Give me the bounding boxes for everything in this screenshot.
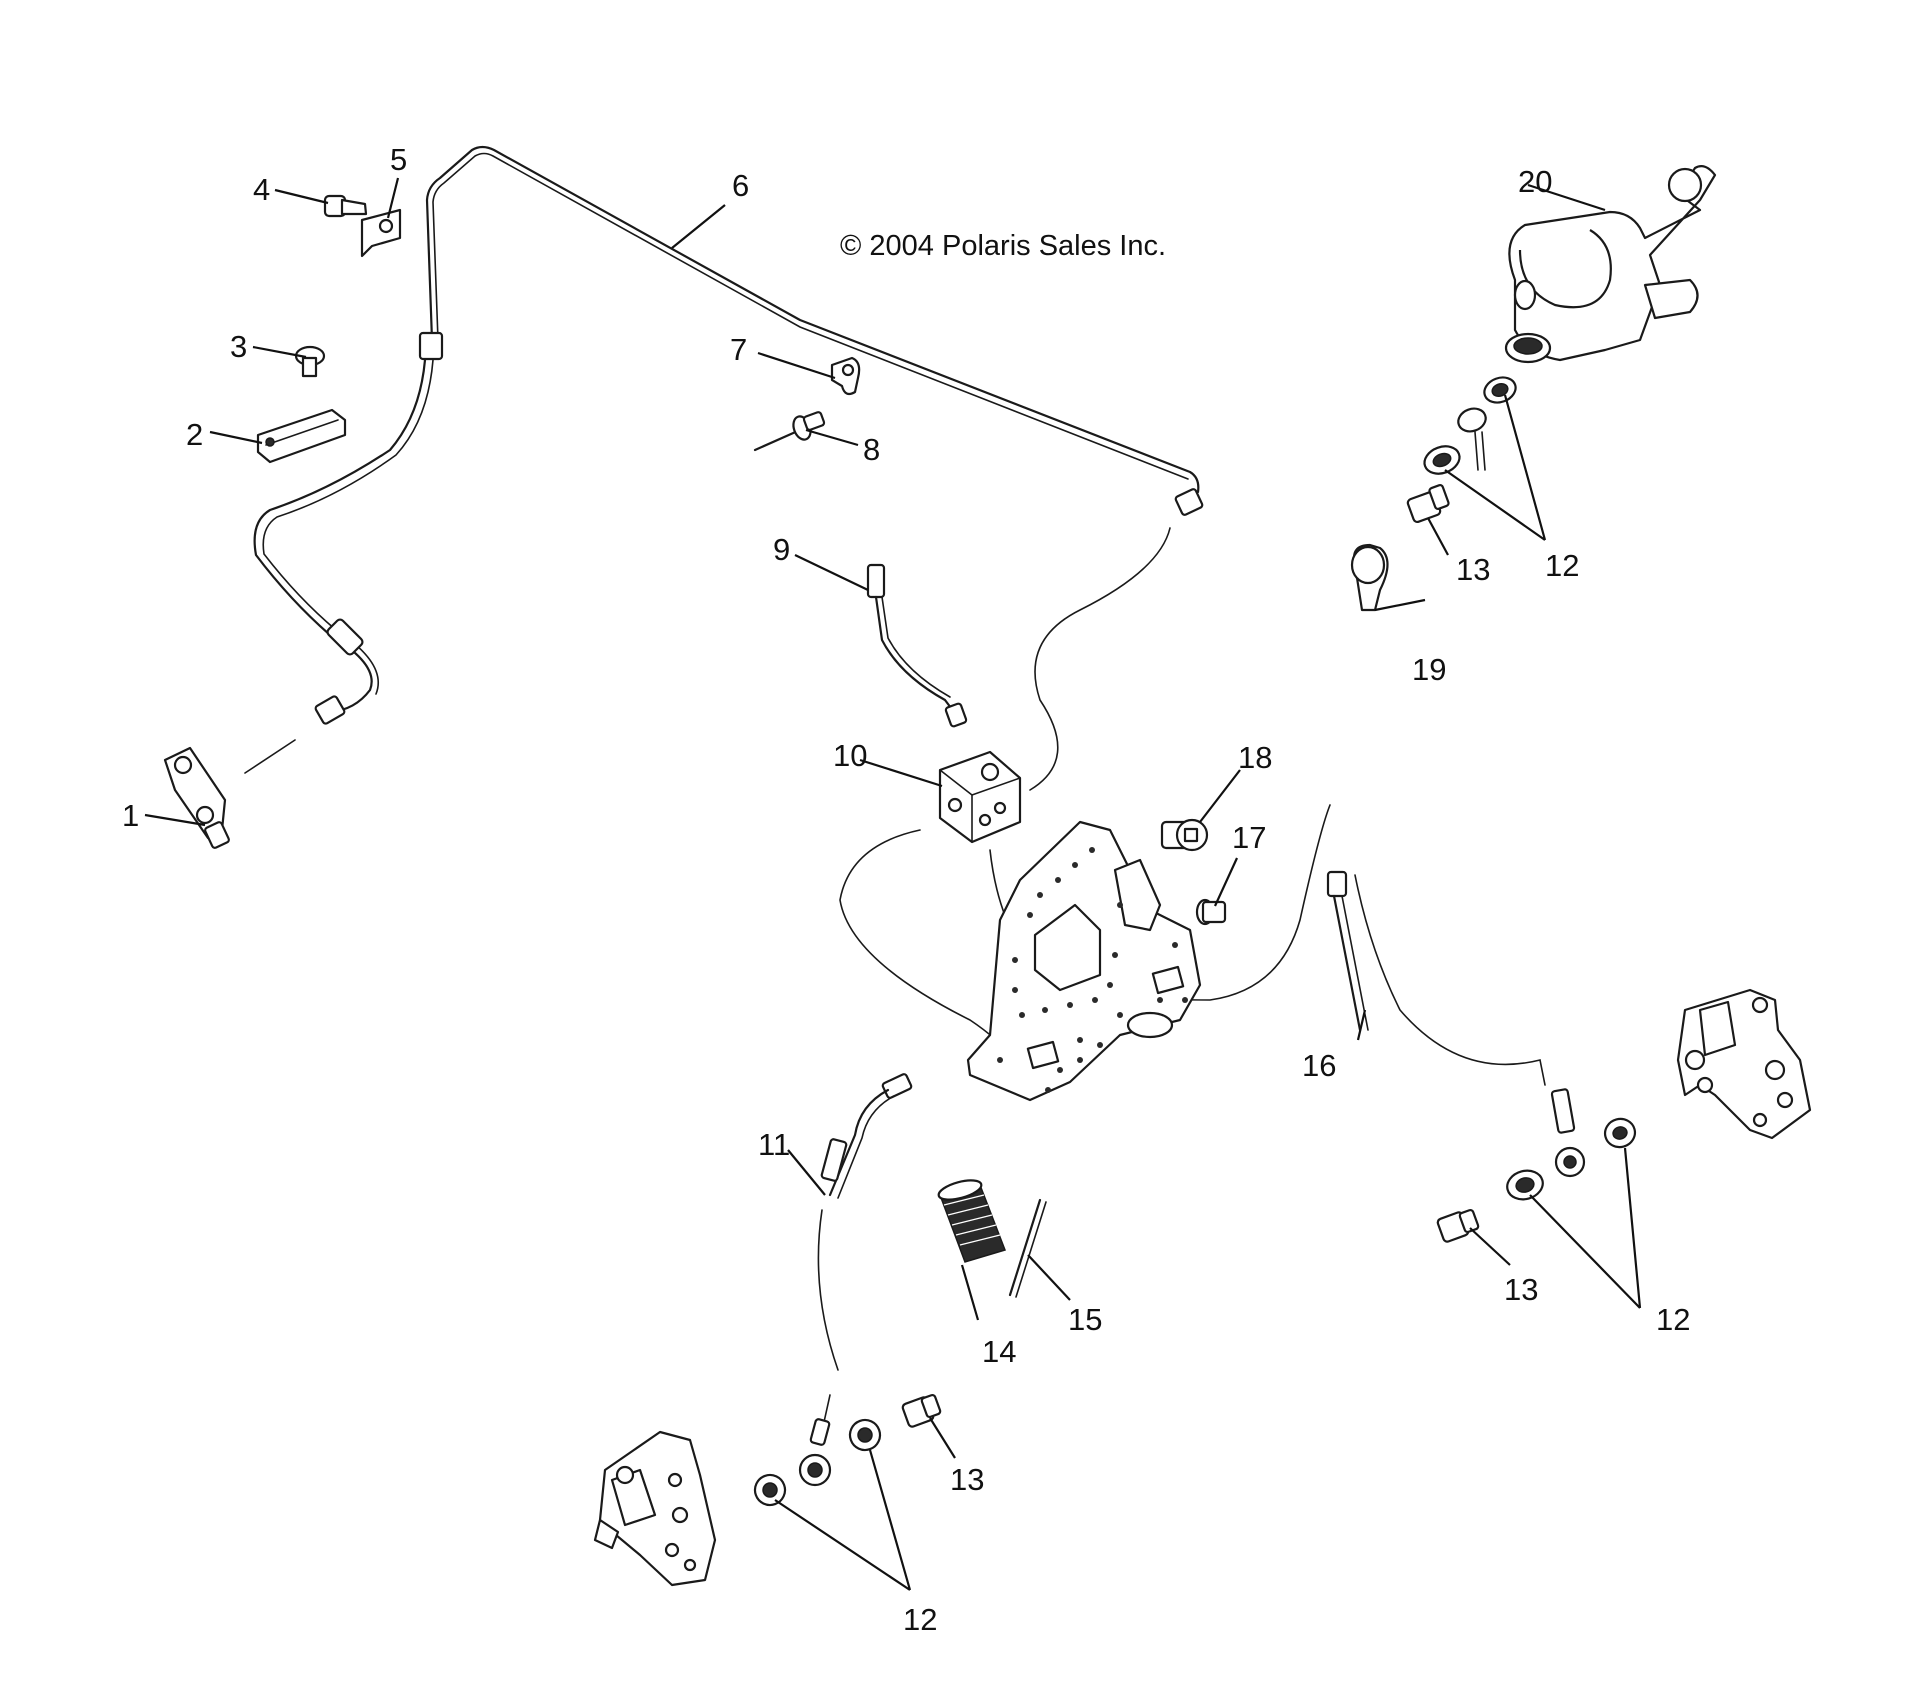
leader-lines xyxy=(144,177,1642,1591)
left-brake-caliper xyxy=(593,1430,717,1587)
callout-15: 15 xyxy=(1068,1302,1102,1337)
part-12-washers-top xyxy=(1423,376,1517,475)
part-13-bolt-top xyxy=(1406,484,1450,524)
callout-2: 2 xyxy=(186,417,203,452)
callout-3: 3 xyxy=(230,329,247,364)
part-18-fitting xyxy=(1160,818,1209,852)
part-12-washers-bottom xyxy=(753,1418,882,1507)
part-5-clamp xyxy=(360,208,402,258)
callout-20: 20 xyxy=(1518,164,1552,199)
callout-8: 8 xyxy=(863,432,880,467)
part-2-bracket xyxy=(256,408,347,464)
callout-14: 14 xyxy=(982,1334,1016,1369)
part-12-washers-right xyxy=(1506,1117,1637,1201)
part-20-master-cylinder xyxy=(1504,165,1717,364)
part-10-junction-block xyxy=(938,750,1022,844)
callout-5: 5 xyxy=(390,142,407,177)
brake-line-6 xyxy=(418,145,1204,516)
callout-11: 11 xyxy=(758,1127,790,1162)
part-3-screw xyxy=(294,345,326,378)
callout-6: 6 xyxy=(732,168,749,203)
callout-4: 4 xyxy=(253,172,270,207)
callout-1: 1 xyxy=(122,798,139,833)
part-16-hose xyxy=(1326,870,1576,1134)
right-brake-caliper xyxy=(1676,988,1812,1140)
callout-17: 17 xyxy=(1232,820,1266,855)
part-13-bolt-bottom xyxy=(901,1393,942,1428)
part-4-bolt xyxy=(323,194,368,218)
part-19-cap xyxy=(1350,543,1389,612)
callout-12-right: 12 xyxy=(1656,1302,1690,1337)
callout-7: 7 xyxy=(730,332,747,367)
part-15-pin xyxy=(1008,1198,1047,1298)
callout-13-top: 13 xyxy=(1456,552,1490,587)
part-7-clip xyxy=(830,356,861,396)
callout-10: 10 xyxy=(833,738,867,773)
callout-12-bottom: 12 xyxy=(903,1602,937,1637)
callout-12-top: 12 xyxy=(1545,548,1579,583)
callout-19: 19 xyxy=(1412,652,1446,687)
callout-9: 9 xyxy=(773,532,790,567)
part-1-t-fitting xyxy=(163,746,230,849)
callout-18: 18 xyxy=(1238,740,1272,775)
callout-13-right: 13 xyxy=(1504,1272,1538,1307)
callout-numbers: 1 2 3 4 5 6 7 8 9 10 11 12 12 12 13 13 1… xyxy=(122,142,1690,1637)
part-17-bolt xyxy=(1195,898,1227,926)
part-13-bolt-right xyxy=(1436,1208,1480,1243)
callout-16: 16 xyxy=(1302,1048,1336,1083)
part-14-spring xyxy=(937,1179,1006,1263)
center-bracket-plate xyxy=(966,820,1202,1102)
part-11-hose xyxy=(809,1073,913,1446)
part-8-pin xyxy=(753,411,826,452)
brake-hose-left xyxy=(244,358,434,774)
callout-13-bottom: 13 xyxy=(950,1462,984,1497)
part-9-hose xyxy=(866,563,968,728)
copyright-text: © 2004 Polaris Sales Inc. xyxy=(840,230,1166,262)
